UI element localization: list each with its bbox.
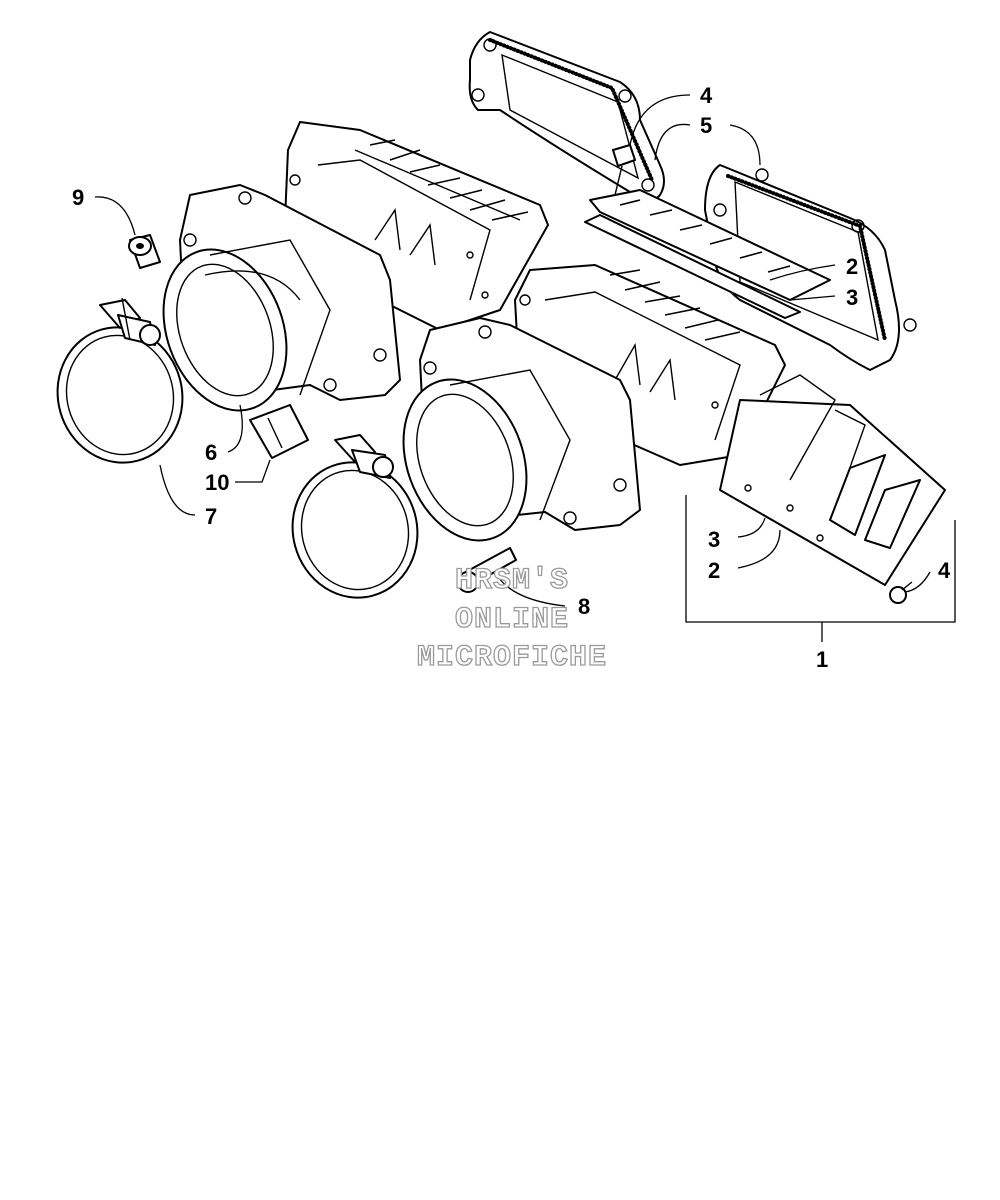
bushing — [128, 234, 161, 269]
callout-4-upper: 4 — [700, 83, 713, 108]
reed-plate-upper — [584, 189, 831, 319]
watermark: HRSM'S ONLINE MICROFICHE — [416, 563, 607, 675]
callout-2-upper: 2 — [846, 254, 858, 279]
callout-8: 8 — [578, 594, 590, 619]
callout-2-lower: 2 — [708, 558, 720, 583]
callout-7: 7 — [205, 504, 217, 529]
callout-3-upper: 3 — [846, 285, 858, 310]
callout-3-lower: 3 — [708, 527, 720, 552]
carb-adapter-upper — [162, 184, 401, 412]
callout-6: 6 — [205, 440, 217, 465]
bolt — [457, 547, 517, 593]
gasket-upper — [468, 31, 665, 201]
callout-9: 9 — [72, 185, 84, 210]
reed-plate-lower — [719, 374, 946, 586]
carb-adapter-lower — [402, 317, 641, 542]
callout-1: 1 — [816, 647, 828, 672]
hose-clamp-upper — [56, 297, 184, 464]
assembly-bracket — [685, 495, 956, 642]
screw-lower — [889, 581, 913, 604]
watermark-line-1: HRSM'S — [455, 564, 569, 598]
leader-lines — [94, 94, 931, 607]
watermark-line-3: MICROFICHE — [417, 641, 607, 675]
hose-clamp-lower — [291, 434, 419, 599]
clip — [249, 404, 309, 459]
screw-upper — [612, 144, 636, 196]
callout-10: 10 — [205, 470, 229, 495]
watermark-line-2: ONLINE — [455, 603, 569, 637]
callout-5: 5 — [700, 113, 712, 138]
callout-4-lower: 4 — [938, 558, 951, 583]
callout-labels: 1 2 2 3 3 4 4 5 6 7 8 9 10 — [72, 83, 951, 672]
